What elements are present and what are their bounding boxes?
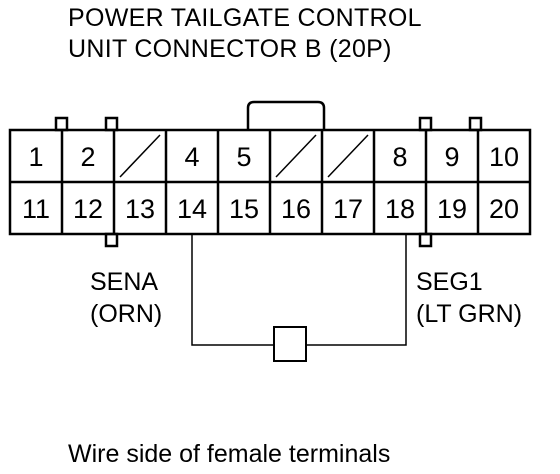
diagram-footer-note: Wire side of female terminals [68, 440, 391, 468]
connector-tab-top-left-1 [54, 116, 69, 132]
wire-left-name: SENA [90, 268, 159, 296]
pin-12: 12 [73, 194, 103, 224]
pin-16: 16 [281, 194, 311, 224]
wire-right-name: SEG1 [416, 268, 483, 296]
pin-8: 8 [392, 142, 407, 172]
pin-5: 5 [236, 142, 251, 172]
pin-9: 9 [444, 142, 459, 172]
pin-17: 17 [333, 194, 363, 224]
pin-11: 11 [22, 194, 50, 224]
top-empty-cavity-7 [327, 134, 369, 178]
jumper-terminal-box [273, 326, 307, 362]
diagram-title-line-2: UNIT CONNECTOR B (20P) [68, 35, 392, 63]
wire-path [191, 234, 407, 346]
diagram-title-line-1: POWER TAILGATE CONTROL [68, 4, 422, 32]
top-empty-cavity-3 [119, 134, 161, 178]
top-empty-cavity-6 [275, 134, 317, 178]
wire-right-color: (LT GRN) [416, 300, 523, 328]
pin-13: 13 [125, 194, 155, 224]
wire-left-color: (ORN) [90, 300, 163, 328]
connector-tab-bottom-right [418, 232, 433, 248]
wire-jumper-loop [191, 234, 407, 346]
connector-cell-dividers [60, 130, 480, 234]
pin-18: 18 [385, 194, 415, 224]
pin-4: 4 [184, 142, 199, 172]
pin-15: 15 [229, 194, 259, 224]
connector-tab-top-right-1 [418, 116, 433, 132]
pin-14: 14 [177, 194, 207, 224]
connector-top-row: 1 2 4 5 8 9 10 [28, 134, 519, 178]
pin-19: 19 [437, 194, 467, 224]
connector-tab-bottom-left [104, 232, 119, 248]
pin-1: 1 [28, 142, 43, 172]
pin-20: 20 [489, 194, 519, 224]
connector-tab-top-right-2 [468, 116, 483, 132]
pin-10: 10 [489, 142, 519, 172]
pin-2: 2 [80, 142, 95, 172]
connector-tab-top-left-2 [104, 116, 119, 132]
connector-lock-tab [246, 100, 326, 130]
connector-bottom-row: 11 12 13 14 15 16 17 18 19 20 [22, 194, 519, 224]
